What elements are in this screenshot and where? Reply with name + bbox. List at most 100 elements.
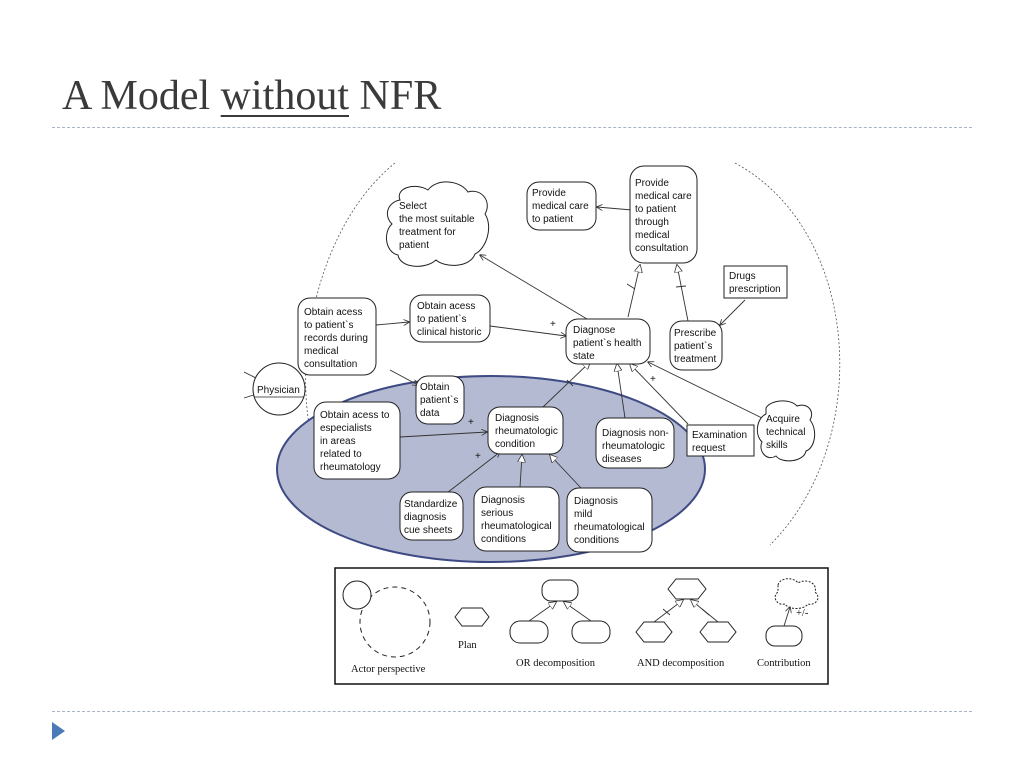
title-divider — [52, 127, 972, 128]
legend-contribution-edge — [783, 607, 790, 627]
legend-plan-label: Plan — [458, 640, 477, 651]
resource-box — [723, 265, 788, 299]
title-prefix: A Model — [62, 73, 221, 119]
legend-dashed-circle — [359, 586, 431, 658]
title-suffix: NFR — [349, 73, 442, 119]
contribution-label: + — [650, 374, 656, 385]
goal-box — [313, 401, 401, 480]
actor-physician: Physician — [252, 362, 306, 416]
legend-and-mark — [701, 608, 710, 616]
edge-drugs-prescribe — [720, 299, 746, 325]
legend-and-label: AND decomposition — [637, 658, 725, 669]
edge-records-historic — [375, 322, 409, 325]
legend-or-parent — [541, 579, 579, 602]
legend-actor-perspective-label: Actor perspective — [351, 664, 426, 675]
goal-box — [566, 487, 653, 553]
legend-plan-hexagon — [454, 607, 490, 627]
legend-contribution-goal — [765, 625, 803, 647]
legend-or-child-right — [571, 620, 611, 644]
legend-and-mark — [662, 608, 671, 616]
edge-skills-diagnose — [648, 362, 763, 419]
title-emphasis: without — [220, 73, 350, 119]
edge-or-exam — [630, 364, 689, 425]
edge-standardize-rheum — [442, 452, 500, 497]
and-mark-2 — [675, 285, 687, 288]
legend-softgoal-cloud-icon — [774, 578, 819, 609]
actor-circle — [252, 362, 306, 416]
goal-box — [669, 320, 723, 371]
contribution-label: + — [468, 417, 474, 428]
and-mark-3 — [566, 379, 574, 387]
legend-or-edge-left — [528, 602, 556, 622]
and-mark-1 — [626, 283, 636, 290]
goal-box — [473, 486, 560, 552]
edge-or-rheum — [542, 362, 590, 408]
contribution-label: + — [475, 451, 481, 462]
legend-and-child-left — [635, 621, 673, 643]
legend-or-label: OR decomposition — [516, 658, 596, 669]
edge-or-mild — [550, 455, 582, 489]
edge-records-data — [389, 369, 418, 385]
edge-or-nonrheum — [617, 364, 626, 419]
footer-divider — [52, 711, 972, 712]
legend: Actor perspective Plan OR decomposition … — [334, 567, 829, 685]
legend-contribution-sign: +/- — [796, 608, 809, 619]
goal-box — [297, 297, 377, 376]
diagram-edges — [243, 207, 763, 497]
goal-box — [629, 165, 698, 264]
contribution-label: + — [550, 319, 556, 330]
resource-box — [686, 424, 755, 457]
slide-title: A Model without NFR — [62, 72, 441, 120]
actor-boundary-right — [734, 162, 841, 546]
legend-actor-circle — [342, 580, 372, 610]
legend-contribution-label: Contribution — [757, 658, 811, 669]
legend-and-child-right — [699, 621, 737, 643]
legend-and-edge-left — [653, 600, 683, 623]
edge-especialists-rheum — [399, 432, 487, 438]
slide-bullet-icon — [52, 722, 65, 740]
goal-box — [487, 406, 564, 455]
legend-and-parent — [667, 578, 707, 600]
edge-historic-diagnose — [489, 325, 566, 336]
goal-box — [526, 181, 597, 231]
edge-means-end — [597, 207, 633, 210]
goal-box — [595, 417, 675, 469]
softgoal-cloud — [386, 181, 490, 267]
edge-or-serious — [520, 455, 522, 488]
actor-label: Physician — [257, 385, 300, 396]
softgoal-cloud — [756, 400, 816, 462]
edge-and-prescribe — [677, 265, 689, 322]
goal-box — [399, 491, 464, 541]
legend-or-edge-right — [564, 602, 592, 622]
